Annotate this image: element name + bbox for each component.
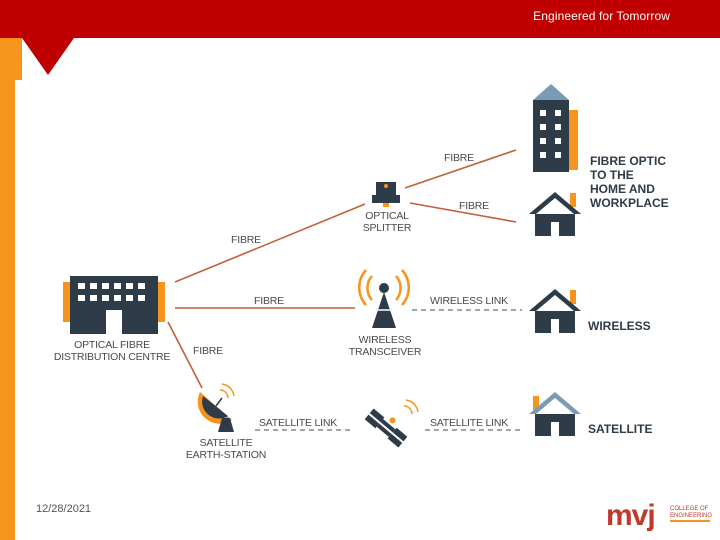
satellite-dish-icon xyxy=(197,383,235,432)
splitter-label-2: SPLITTER xyxy=(363,222,412,234)
earth-station-label-1: SATELLITE xyxy=(200,437,253,449)
fibre-label-earth-station: FIBRE xyxy=(193,345,223,357)
wireless-link-label: WIRELESS LINK xyxy=(430,295,508,307)
satellite-link-label-1: SATELLITE LINK xyxy=(259,417,337,429)
transceiver-label-1: WIRELESS xyxy=(359,334,412,346)
fibre-home-label-4: WORKPLACE xyxy=(590,196,669,210)
satellite-link-label-2: SATELLITE LINK xyxy=(430,417,508,429)
logo-sub-1: COLLEGE OF xyxy=(670,506,709,512)
satellite-destination-label: SATELLITE xyxy=(588,422,652,436)
header-bar: Engineered for Tomorrow xyxy=(0,0,720,38)
office-building-icon xyxy=(533,84,578,172)
transceiver-label-2: TRANSCEIVER xyxy=(349,346,422,358)
fibre-line-earth-station xyxy=(167,321,203,389)
satellite-signal-icon xyxy=(403,405,413,415)
centre-label-1: OPTICAL FIBRE xyxy=(74,339,150,351)
dashed-links xyxy=(255,309,522,431)
home-icon-satellite xyxy=(529,392,581,436)
optical-splitter-icon xyxy=(372,182,400,207)
fibre-line-building xyxy=(404,149,517,189)
fibre-label-building: FIBRE xyxy=(444,152,474,164)
satellite-icon xyxy=(364,408,408,448)
centre-label-2: DISTRIBUTION CENTRE xyxy=(54,351,171,363)
fibre-lines xyxy=(167,149,517,389)
wireless-destination-label: WIRELESS xyxy=(588,319,651,333)
fibre-line-splitter xyxy=(174,203,366,283)
fibre-line-home xyxy=(409,202,517,223)
earth-station-label-2: EARTH-STATION xyxy=(186,449,266,461)
wireless-transceiver-icon xyxy=(357,269,411,328)
logo-underline xyxy=(670,520,710,522)
logo-sub-2: ENGINEERING xyxy=(670,513,712,519)
college-logo: mvj COLLEGE OF ENGINEERING xyxy=(606,499,712,532)
satellite-signal-icon-outer xyxy=(405,399,419,413)
fibre-label-transceiver: FIBRE xyxy=(254,295,284,307)
fibre-home-label-1: FIBRE OPTIC xyxy=(590,154,666,168)
slide-date: 12/28/2021 xyxy=(36,503,92,515)
splitter-label-1: OPTICAL xyxy=(365,210,409,222)
logo-text: mvj xyxy=(606,499,655,532)
home-icon-fibre xyxy=(529,192,581,236)
fibre-label-home: FIBRE xyxy=(459,200,489,212)
header-title: Engineered for Tomorrow xyxy=(533,9,670,23)
orange-sidebar xyxy=(0,38,15,540)
fibre-label-splitter: FIBRE xyxy=(231,234,261,246)
home-icon-wireless xyxy=(529,289,581,333)
fibre-home-label-3: HOME AND xyxy=(590,182,655,196)
distribution-centre-icon xyxy=(63,276,165,334)
fibre-home-label-2: TO THE xyxy=(590,168,634,182)
